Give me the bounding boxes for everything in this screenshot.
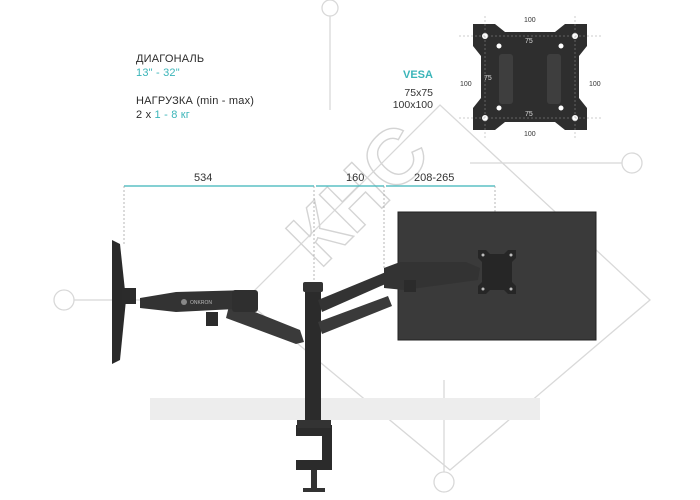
diagonal-value: 13" - 32" xyxy=(136,67,180,79)
plate-label-bottom-inner: 75 xyxy=(525,111,533,118)
left-upper-arm xyxy=(140,290,258,312)
plate-label-bottom-outer: 100 xyxy=(524,131,536,138)
arm-logo: ONKRON xyxy=(190,300,212,306)
load-label: НАГРУЗКА (min - max) xyxy=(136,95,255,107)
load-line: 2 х 1 - 8 кг xyxy=(136,109,190,121)
pole xyxy=(305,285,321,425)
dimension-vesa-range: 208-265 xyxy=(414,172,455,184)
left-lower-arm xyxy=(226,302,304,344)
right-lower-arm xyxy=(318,296,392,334)
plate-label-left-outer: 100 xyxy=(460,81,472,88)
plate-label-top-outer: 100 xyxy=(524,17,536,24)
plate-label-top-inner: 75 xyxy=(525,38,533,45)
plate-label-right-outer: 100 xyxy=(589,81,601,88)
vesa-size-large: 100x100 xyxy=(392,99,433,111)
vesa-title: VESA xyxy=(403,69,433,81)
load-value: 1 - 8 кг xyxy=(154,109,191,121)
desk-clamp xyxy=(296,425,332,470)
diagonal-label: ДИАГОНАЛЬ xyxy=(136,53,205,65)
dimension-arm-reach: 534 xyxy=(194,172,213,184)
right-vesa-bracket xyxy=(478,250,516,294)
vesa-plate-diagram: 100 75 100 75 100 75 100 xyxy=(459,16,601,138)
desk-surface xyxy=(150,398,540,420)
load-prefix: 2 х xyxy=(136,109,155,121)
dimension-pole-offset: 160 xyxy=(346,172,365,184)
plate-label-left-inner: 75 xyxy=(484,75,492,82)
left-monitor-side xyxy=(112,240,126,364)
vesa-size-small: 75x75 xyxy=(404,87,433,99)
